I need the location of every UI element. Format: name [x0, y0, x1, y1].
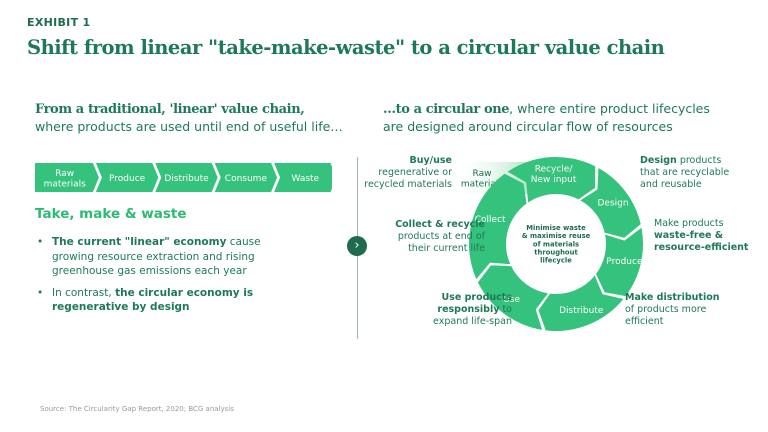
note-bold: Use products responsibly [437, 292, 512, 315]
chain-step-label: Produce [109, 174, 146, 184]
cycle-segment-label: Recycle/New input [531, 164, 577, 185]
linear-heading: From a traditional, 'linear' value chain… [35, 100, 343, 135]
chain-step [35, 163, 99, 192]
cycle-segment [580, 168, 641, 238]
linear-heading-rest: where products are used until end of use… [35, 119, 343, 134]
note-bold: Make distribution [625, 292, 720, 303]
cycle-segment-label: Use [503, 295, 520, 305]
note-text: of products more efficient [625, 304, 707, 327]
note-text: to expand life-span [433, 304, 512, 327]
note-bold: Collect & recycle [395, 219, 485, 230]
circular-heading-rest: , where entire product lifecycles are de… [383, 101, 710, 134]
bullet-item: In contrast, the circular economy is reg… [35, 286, 295, 315]
linear-heading-bold: From a traditional, 'linear' value chain… [35, 102, 305, 117]
cycle-segment [477, 265, 549, 330]
bullet-text: In contrast, [52, 286, 116, 299]
cycle-segment [507, 157, 596, 203]
center-circle [508, 196, 604, 292]
bullet-text: cause growing resource extraction and ri… [52, 236, 261, 277]
chain-step [155, 163, 218, 192]
note-text: regenerative or recycled materials [364, 167, 452, 190]
chain-step-label: Distribute [164, 174, 209, 184]
chain-step [214, 163, 278, 192]
note-bold: waste-free & resource-efficient [654, 230, 749, 253]
cycle-segment [596, 227, 643, 297]
note-text: products that are recyclable and reusabl… [640, 155, 730, 190]
chain-step [274, 163, 332, 192]
bullet-bold: The current "linear" economy [52, 236, 227, 248]
chain-step-label: Waste [292, 174, 320, 184]
cycle-segment-label: Produce [606, 257, 643, 267]
take-make-waste-heading: Take, make & waste [35, 206, 187, 222]
circular-heading-bold: …to a circular one [383, 102, 510, 117]
note-text: products at end of their current life [397, 231, 485, 254]
circular-heading: …to a circular one, where entire product… [383, 100, 723, 135]
exhibit-label: EXHIBIT 1 [27, 16, 91, 29]
chain-step-label: Consume [225, 174, 268, 184]
page-title: Shift from linear "take-make-waste" to a… [27, 36, 665, 59]
note-design: Design products that are recyclable and … [640, 155, 740, 191]
cycle-segment [468, 173, 527, 280]
source-note: Source: The Circularity Gap Report, 2020… [40, 405, 234, 413]
bullet-bold: the circular economy is regenerative by … [52, 286, 254, 314]
chevron-right-icon[interactable]: › [347, 236, 367, 256]
cycle-segment [538, 275, 624, 331]
note-bold: Buy/use [409, 155, 452, 166]
bullet-list: The current "linear" economy cause growi… [35, 235, 295, 322]
cycle-segment-label: Collect [475, 215, 506, 225]
bullet-item: The current "linear" economy cause growi… [35, 235, 295, 279]
cycle-segment-label: Distribute [559, 306, 604, 316]
cycle-segment-label: Design [597, 199, 628, 209]
note-use: Use products responsibly to expand life-… [420, 292, 512, 328]
note-bold: Design [640, 155, 677, 166]
note-text: Make products [654, 218, 724, 229]
chain-step [95, 163, 159, 192]
